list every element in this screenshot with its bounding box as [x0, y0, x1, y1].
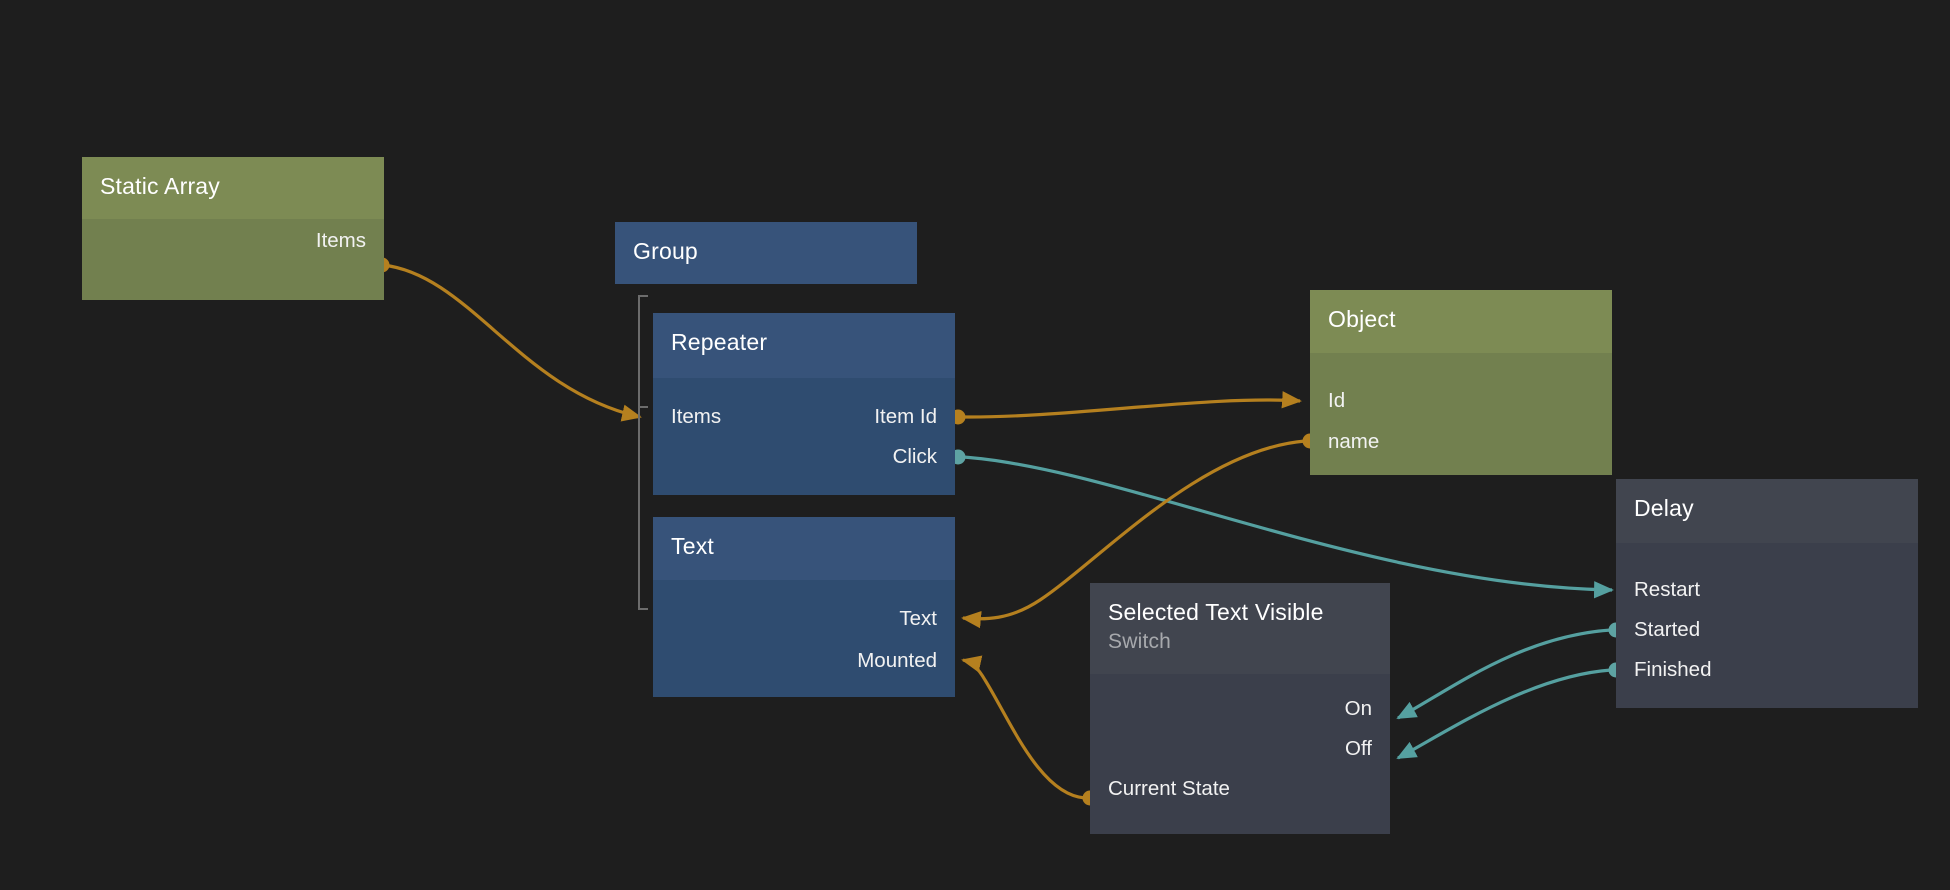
port-switch-on-in[interactable]: On — [1344, 697, 1372, 720]
port-repeater-click-out[interactable]: Click — [892, 445, 937, 468]
node-group[interactable]: Group — [615, 222, 917, 284]
port-delay-finished-out[interactable]: Finished — [1634, 658, 1712, 681]
port-object-id-in[interactable]: Id — [1328, 389, 1346, 412]
node-static-array[interactable]: Static Array Items — [82, 157, 384, 300]
node-object-title: Object — [1328, 306, 1396, 332]
port-switch-off-in[interactable]: Off — [1345, 737, 1372, 760]
node-switch-selected-text-visible[interactable]: Selected Text Visible Switch On Off Curr… — [1090, 583, 1390, 834]
node-text[interactable]: Text Text Mounted — [653, 517, 955, 697]
group-bracket-tick-middle — [638, 406, 648, 408]
node-text-header: Text — [653, 517, 955, 580]
port-delay-restart-in[interactable]: Restart — [1634, 578, 1701, 601]
node-static-array-header: Static Array — [82, 157, 384, 219]
node-repeater-body: Items Item Id Click — [653, 378, 955, 495]
node-repeater-header: Repeater — [653, 313, 955, 378]
node-object[interactable]: Object Id name — [1310, 290, 1612, 475]
node-delay[interactable]: Delay Restart Started Finished — [1616, 479, 1918, 708]
node-static-array-title: Static Array — [100, 173, 220, 199]
node-switch-title: Selected Text Visible — [1108, 599, 1324, 625]
node-group-header: Group — [615, 222, 917, 284]
edge-static-array-items-to-repeater-items — [374, 257, 642, 422]
port-repeater-items-in[interactable]: Items — [671, 405, 722, 428]
group-bracket-tick-top — [638, 295, 648, 297]
node-object-body: Id name — [1310, 353, 1612, 475]
port-repeater-item-id-out[interactable]: Item Id — [874, 405, 937, 428]
node-repeater-title: Repeater — [671, 329, 768, 355]
node-switch-subtitle: Switch — [1108, 629, 1172, 653]
node-delay-header: Delay — [1616, 479, 1918, 543]
group-bracket — [638, 295, 640, 610]
port-text-mounted-in[interactable]: Mounted — [857, 649, 937, 672]
port-switch-current-state-out[interactable]: Current State — [1108, 777, 1230, 800]
edge-switch-currentstate-to-text-mounted — [961, 655, 1098, 806]
node-text-title: Text — [671, 533, 714, 559]
node-switch-header: Selected Text Visible Switch — [1090, 583, 1390, 674]
group-bracket-tick-bottom — [638, 608, 648, 610]
edge-delay-finished-to-switch-off — [1396, 662, 1624, 760]
node-text-body: Text Mounted — [653, 580, 955, 697]
node-repeater[interactable]: Repeater Items Item Id Click — [653, 313, 955, 495]
edge-repeater-itemid-to-object-id — [950, 391, 1302, 425]
node-delay-body: Restart Started Finished — [1616, 543, 1918, 708]
port-static-array-items-out[interactable]: Items — [315, 229, 366, 252]
port-text-text-in[interactable]: Text — [899, 607, 937, 630]
port-delay-started-out[interactable]: Started — [1634, 618, 1701, 641]
node-static-array-body: Items — [82, 219, 384, 300]
port-object-name-out[interactable]: name — [1328, 430, 1380, 453]
node-object-header: Object — [1310, 290, 1612, 353]
node-delay-title: Delay — [1634, 495, 1694, 521]
edge-delay-started-to-switch-on — [1396, 622, 1624, 720]
node-group-title: Group — [633, 238, 698, 264]
node-switch-body: On Off Current State — [1090, 674, 1390, 834]
